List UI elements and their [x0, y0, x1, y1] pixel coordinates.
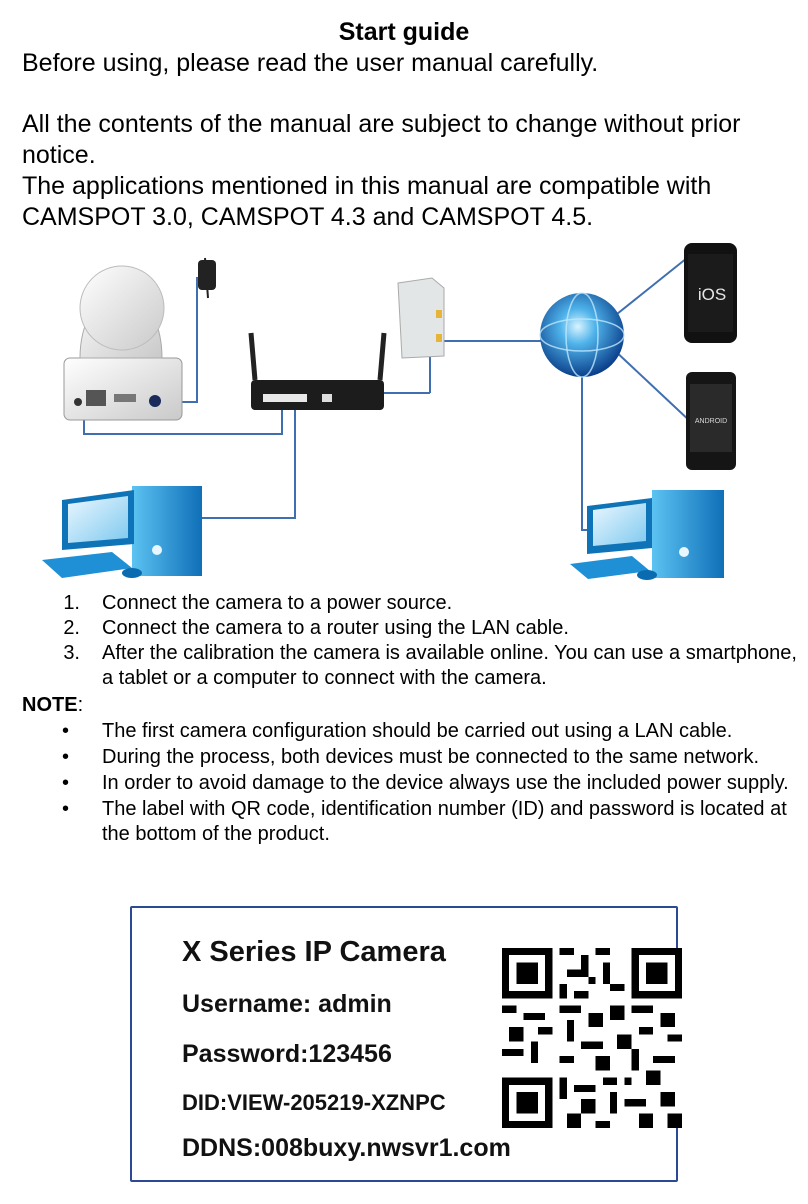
android-smartphone-image: ANDROID: [686, 372, 736, 470]
bullet-icon: •: [62, 772, 70, 794]
intro-line-compatibility: The applications mentioned in this manua…: [22, 172, 712, 231]
router-image: [248, 332, 387, 410]
intro-text: Before using, please read the user manua…: [22, 48, 802, 233]
setup-steps-list: 1. Connect the camera to a power source.…: [22, 591, 802, 691]
computer-right-image: [570, 490, 724, 580]
power-adapter-image: [198, 257, 216, 299]
note-heading: NOTE:: [22, 694, 84, 716]
android-label: ANDROID: [695, 418, 727, 425]
ios-smartphone-image: iOS: [684, 243, 737, 343]
bullet-icon: •: [62, 746, 70, 768]
page-title: Start guide: [338, 18, 470, 46]
list-item: • The first camera configuration should …: [22, 719, 802, 744]
label-heading: X Series IP Camera: [182, 936, 446, 968]
label-did: DID:VIEW-205219-XZNPC: [182, 1090, 446, 1115]
ios-label: iOS: [698, 285, 726, 304]
intro-line-change-notice: All the contents of the manual are subje…: [22, 110, 741, 169]
label-username: Username: admin: [182, 990, 392, 1018]
qr-code-image: [502, 948, 682, 1128]
ip-camera-image: [63, 265, 183, 421]
product-label: X Series IP Camera Username: admin Passw…: [130, 906, 682, 1182]
list-item: 3. After the calibration the camera is a…: [63, 642, 797, 689]
note-bullets-list: • The first camera configuration should …: [22, 719, 802, 848]
label-ddns: DDNS:008buxy.nwsvr1.com: [182, 1134, 511, 1162]
list-item: • During the process, both devices must …: [22, 745, 802, 770]
computer-left-image: [42, 486, 202, 578]
label-password: Password:123456: [182, 1040, 392, 1068]
modem-image: [397, 277, 445, 359]
connection-diagram: iOS ANDROID: [42, 243, 737, 580]
list-item: • The label with QR code, identification…: [22, 797, 802, 847]
list-item: 1. Connect the camera to a power source.: [63, 592, 453, 614]
list-item: • In order to avoid damage to the device…: [22, 771, 802, 796]
intro-line-read-manual: Before using, please read the user manua…: [22, 49, 599, 77]
bullet-icon: •: [62, 720, 70, 742]
bullet-icon: •: [62, 798, 70, 820]
internet-globe-image: [539, 292, 625, 378]
list-item: 2. Connect the camera to a router using …: [63, 617, 569, 639]
